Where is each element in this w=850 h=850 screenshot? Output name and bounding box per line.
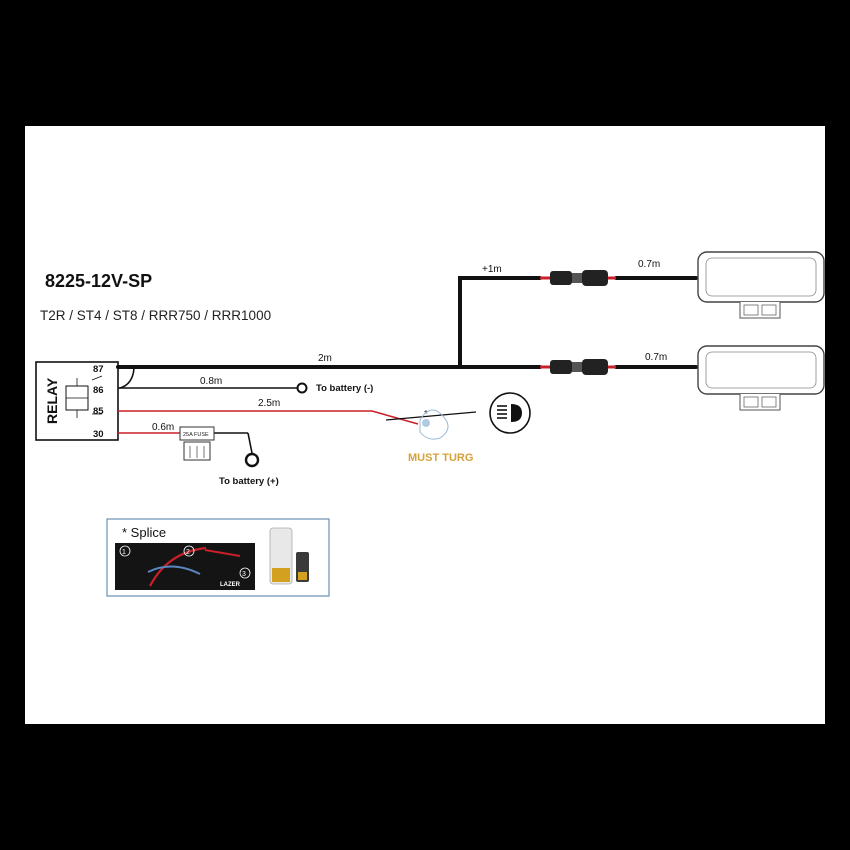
cable-label-switch: 2.5m	[258, 398, 280, 409]
battery-positive-label: To battery (+)	[219, 476, 279, 487]
watermark-text: MUST TURG	[408, 452, 473, 464]
watermark-logo: MUST TURG	[408, 409, 473, 464]
lamp-bottom	[697, 345, 825, 411]
model-list: T2R / ST4 / ST8 / RRR750 / RRR1000	[40, 308, 271, 323]
splice-box: * Splice 1 2 3 LAZER	[106, 518, 330, 597]
cable-label-battery-positive: 0.6m	[152, 422, 174, 433]
splice-step-2: 2	[186, 549, 190, 556]
battery-positive-wire	[118, 432, 260, 468]
relay-pin-87: 87	[93, 364, 104, 375]
headlight-icon	[489, 392, 531, 434]
cable-label-lamp-bottom: 0.7m	[645, 352, 667, 363]
relay-pin-85: 85	[93, 406, 104, 417]
diagram-title: 8225-12V-SP	[45, 271, 152, 291]
relay-box: RELAY 87 86 85 30	[35, 361, 119, 441]
splice-step-1: 1	[122, 549, 126, 556]
cable-label-main: 2m	[318, 353, 332, 364]
ground-wire	[118, 382, 308, 394]
lamp-top	[697, 251, 825, 319]
splice-step-3: 3	[242, 571, 246, 578]
splice-box-title: * Splice	[122, 525, 166, 540]
fuse-holder: 25A FUSE	[179, 426, 215, 461]
main-harness	[116, 276, 698, 389]
relay-label: RELAY	[44, 377, 60, 424]
switch-wire	[118, 410, 477, 427]
relay-pin-30: 30	[93, 429, 104, 440]
battery-negative-label: To battery (-)	[316, 383, 373, 394]
connector-top	[540, 270, 616, 286]
cable-label-ground: 0.8m	[200, 376, 222, 387]
cable-label-lamp-top: 0.7m	[638, 259, 660, 270]
splice-marker: *	[424, 409, 428, 420]
connector-bottom	[540, 359, 616, 375]
fuse-label: 25A FUSE	[183, 432, 209, 438]
relay-pin-86: 86	[93, 385, 104, 396]
cable-label-branch: +1m	[482, 264, 502, 275]
splice-brand: LAZER	[220, 582, 241, 588]
